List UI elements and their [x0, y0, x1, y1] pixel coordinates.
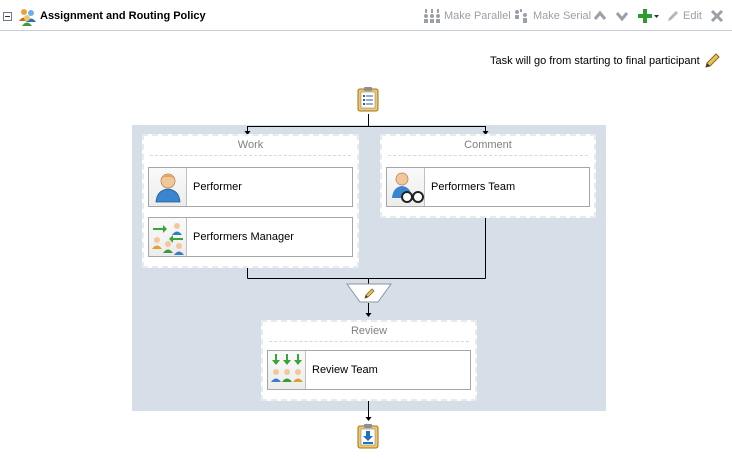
edit-label: Edit [683, 10, 702, 22]
participant-label: Review Team [312, 364, 378, 376]
dropdown-arrow-icon [654, 15, 659, 18]
panel-header: Assignment and Routing Policy Make Paral… [0, 0, 732, 31]
close-icon [710, 9, 724, 23]
make-serial-label: Make Serial [533, 10, 592, 22]
parallel-group-icon [271, 354, 303, 382]
stage-title: Work [237, 139, 264, 151]
make-parallel-icon [424, 9, 440, 23]
management-chain-icon [152, 223, 184, 255]
group-vote-icon [392, 172, 424, 203]
participant-performers-manager[interactable]: Performers Manager [148, 217, 353, 257]
plus-icon [638, 9, 652, 23]
add-button[interactable] [638, 9, 660, 23]
routing-hint-text: Task will go from starting to final part… [490, 55, 700, 67]
make-serial-button[interactable]: Make Serial [513, 9, 591, 23]
stage-divider [150, 155, 351, 156]
edit-button[interactable]: Edit [666, 9, 702, 23]
pencil-icon[interactable] [704, 52, 721, 69]
pencil-icon [668, 11, 678, 21]
participant-label: Performers Manager [193, 231, 294, 243]
picon-box [387, 168, 425, 206]
picon-box [268, 351, 306, 389]
page-title: Assignment and Routing Policy [40, 10, 206, 22]
collapse-toggle[interactable] [3, 12, 12, 21]
picon-box [149, 168, 187, 206]
stage-title: Comment [464, 139, 512, 151]
start-task-icon[interactable] [357, 86, 379, 112]
make-parallel-label: Make Parallel [444, 10, 511, 22]
make-parallel-button[interactable]: Make Parallel [424, 9, 511, 23]
make-serial-icon [515, 9, 527, 23]
delete-button[interactable] [710, 9, 724, 23]
chevron-down-icon [615, 12, 629, 22]
merge-node[interactable] [346, 283, 392, 303]
routing-policy-icon [19, 9, 36, 26]
participant-label: Performers Team [431, 181, 516, 193]
stage-divider [269, 341, 469, 342]
participant-review-team[interactable]: Review Team [267, 350, 471, 390]
participant-performer[interactable]: Performer [148, 167, 353, 207]
end-task-icon[interactable] [357, 423, 379, 449]
participant-label: Performer [193, 181, 242, 193]
stage-divider [388, 155, 588, 156]
picon-box [149, 218, 187, 256]
move-down-button[interactable] [615, 9, 629, 23]
chevron-up-icon [593, 10, 607, 20]
stage-title: Review [350, 325, 388, 337]
participant-performers-team[interactable]: Performers Team [386, 167, 590, 207]
user-icon [155, 173, 181, 203]
move-up-button[interactable] [593, 9, 607, 23]
